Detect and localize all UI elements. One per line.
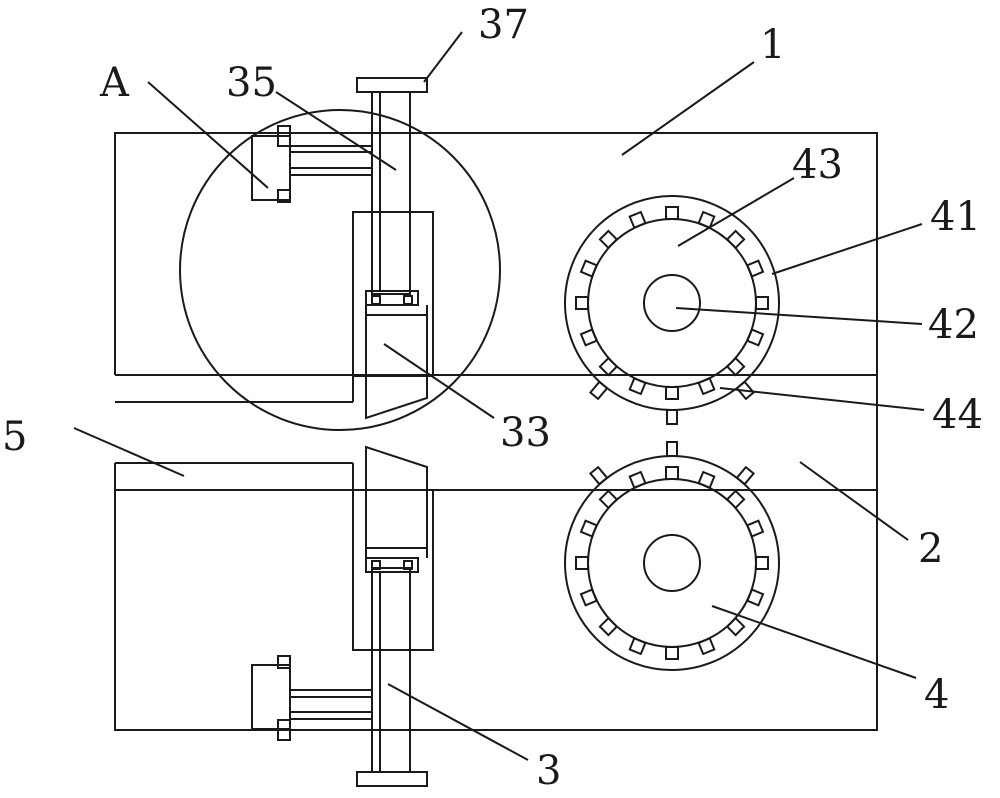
- gear-tooth: [755, 556, 769, 570]
- label-A: A: [99, 60, 130, 106]
- gear-tooth: [598, 616, 619, 637]
- gear-tooth-44: [588, 465, 609, 486]
- leader-lines: [73, 31, 925, 761]
- gear-tooth: [575, 556, 589, 570]
- bottom-plate: [356, 771, 428, 787]
- label-3: 3: [536, 748, 561, 794]
- gear-tooth: [665, 206, 679, 220]
- gear-tooth: [725, 229, 746, 250]
- label-43: 43: [792, 142, 843, 188]
- label-44: 44: [932, 392, 983, 438]
- label-2: 2: [918, 526, 943, 572]
- label-42: 42: [928, 302, 979, 348]
- lower-cylinder: [352, 489, 434, 651]
- lower-gear-4: [564, 441, 780, 671]
- upper-cylinder: [352, 211, 434, 377]
- gear-tooth: [665, 386, 679, 400]
- gear-tooth: [745, 588, 765, 607]
- gear-tooth: [697, 636, 716, 656]
- gear-tooth: [598, 489, 619, 510]
- gear-tooth: [598, 356, 619, 377]
- gear-tooth: [725, 356, 746, 377]
- reference-labels: A 35 37 1 43 41 42 44 33 5 2 4 3: [2, 2, 983, 794]
- label-1: 1: [760, 22, 785, 68]
- lower-piston-head: [365, 557, 419, 573]
- upper-cutter-assembly: [251, 77, 434, 420]
- gear-tooth: [755, 296, 769, 310]
- lower-gear-shaft: [643, 534, 701, 592]
- gear-tooth: [628, 376, 647, 396]
- upper-piston-rod-35: [371, 91, 411, 295]
- gear-tooth: [745, 259, 765, 278]
- gear-tooth: [575, 296, 589, 310]
- gear-tooth: [725, 489, 746, 510]
- upper-blade-33: [365, 305, 428, 420]
- lower-blade: [365, 445, 428, 558]
- lower-cutter-assembly: [251, 445, 434, 787]
- gear-tooth: [725, 616, 746, 637]
- label-5: 5: [2, 414, 27, 460]
- gear-tooth: [697, 376, 716, 396]
- gear-tooth: [745, 519, 765, 538]
- upper-gear-shaft-42: [643, 274, 701, 332]
- upper-body-1: [114, 132, 878, 403]
- gear-tooth: [579, 259, 599, 278]
- label-33: 33: [500, 410, 551, 456]
- gear-tooth-44: [735, 465, 756, 486]
- upper-piston-head: [365, 290, 419, 306]
- gear-tooth: [628, 470, 647, 490]
- gear-tooth-44: [588, 380, 609, 401]
- gear-tooth-44: [666, 409, 678, 425]
- gear-tooth: [665, 646, 679, 660]
- gear-tooth: [628, 210, 647, 230]
- gear-tooth: [697, 470, 716, 490]
- label-35: 35: [226, 60, 277, 106]
- gear-tooth: [665, 466, 679, 480]
- gear-tooth: [697, 210, 716, 230]
- detail-circle-A: [179, 109, 501, 431]
- gear-tooth: [579, 328, 599, 347]
- gear-tooth: [598, 229, 619, 250]
- gear-tooth-44: [666, 441, 678, 457]
- gear-tooth: [745, 328, 765, 347]
- label-41: 41: [930, 194, 981, 240]
- top-plate-37: [356, 77, 428, 93]
- upper-gear-41: [564, 195, 780, 425]
- lower-piston-rod-3: [371, 567, 411, 773]
- gear-tooth: [579, 519, 599, 538]
- label-4: 4: [924, 672, 949, 718]
- lower-body-2: [114, 375, 878, 731]
- label-37: 37: [478, 2, 529, 48]
- gear-tooth: [579, 588, 599, 607]
- gear-tooth: [628, 636, 647, 656]
